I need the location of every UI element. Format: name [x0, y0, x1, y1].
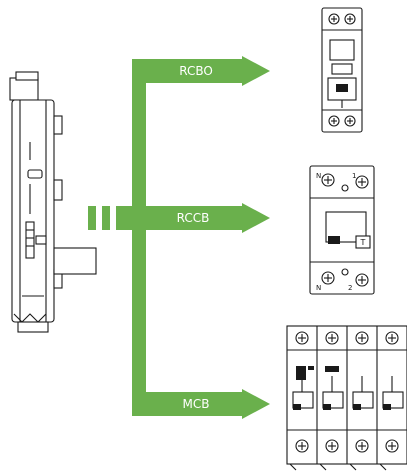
arrow-mcb — [132, 389, 270, 419]
mcb-breaker-group — [286, 325, 407, 471]
rcbo-breaker — [321, 7, 363, 133]
rccb-test-button — [355, 235, 371, 249]
branch-label-rccb: RCCB — [177, 211, 210, 225]
rccb-test-label: T — [360, 238, 366, 247]
vertical-trunk — [132, 59, 146, 411]
rccb-n-bottom: N — [316, 284, 321, 292]
rccb-terminal-1: 1 — [352, 172, 356, 180]
branch-arrows: RCBO RCCB MCB — [132, 56, 270, 419]
arrow-rccb — [132, 203, 270, 233]
rccb-n-top: N — [316, 172, 321, 180]
branch-label-rcbo: RCBO — [179, 64, 213, 78]
arrow-rcbo — [132, 56, 270, 86]
branch-label-mcb: MCB — [183, 397, 210, 411]
rccb-breaker: N 1 T N 2 — [309, 165, 375, 295]
auxiliary-contact-module — [9, 71, 97, 333]
rccb-terminal-2: 2 — [348, 284, 352, 292]
